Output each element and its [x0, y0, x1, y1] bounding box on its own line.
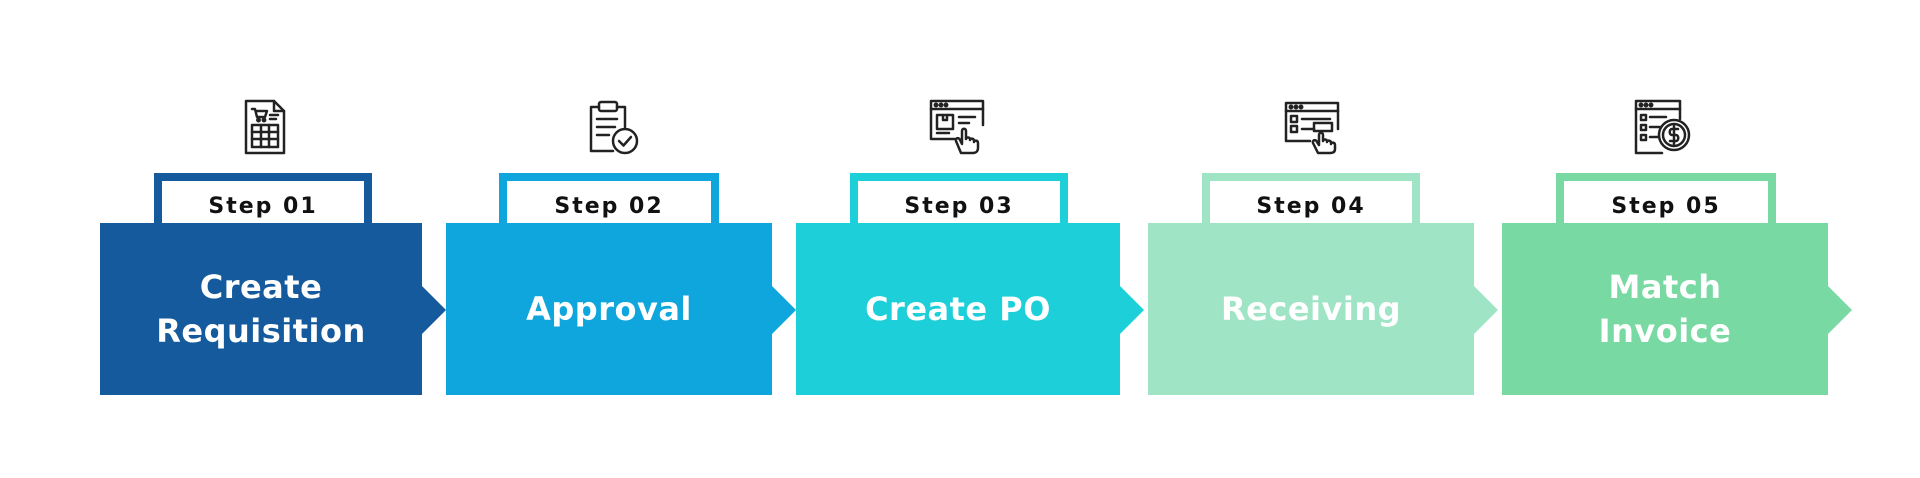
- invoice-dollar-icon: [1628, 95, 1692, 159]
- step-number-label: Step 02: [554, 193, 664, 219]
- step-arrow-connector: [422, 286, 446, 334]
- step-5: Step 05 Match Invoice: [1502, 0, 1852, 478]
- step-box: Approval: [446, 223, 772, 395]
- step-arrow-connector: [1828, 286, 1852, 334]
- step-number-label: Step 03: [904, 193, 1014, 219]
- step-arrow-connector: [772, 286, 796, 334]
- step-3: Step 03 Create PO: [796, 0, 1144, 478]
- step-box: Receiving: [1148, 223, 1474, 395]
- clipboard-check-icon: [579, 95, 643, 159]
- step-number-label: Step 01: [208, 193, 318, 219]
- step-arrow-connector: [1120, 286, 1144, 334]
- step-title: Create PO: [865, 290, 1051, 328]
- browser-click-icon: [925, 95, 989, 159]
- step-title: Create Requisition: [156, 268, 366, 350]
- spreadsheet-cart-icon: [232, 95, 296, 159]
- step-2: Step 02 Approval: [446, 0, 796, 478]
- step-title: Approval: [526, 290, 692, 328]
- step-number-label: Step 04: [1256, 193, 1366, 219]
- step-title: Match Invoice: [1598, 268, 1732, 350]
- step-1: Step 01 Create Requisition: [100, 0, 446, 478]
- step-tab: Step 04: [1202, 173, 1420, 225]
- step-box: Create Requisition: [100, 223, 422, 395]
- step-box: Match Invoice: [1502, 223, 1828, 395]
- step-tab: Step 02: [499, 173, 719, 225]
- step-tab: Step 03: [850, 173, 1068, 225]
- step-tab: Step 01: [154, 173, 372, 225]
- step-4: Step 04 Receiving: [1148, 0, 1498, 478]
- step-arrow-connector: [1474, 286, 1498, 334]
- step-box: Create PO: [796, 223, 1120, 395]
- step-tab: Step 05: [1556, 173, 1776, 225]
- step-number-label: Step 05: [1611, 193, 1721, 219]
- step-title: Receiving: [1221, 290, 1401, 328]
- checklist-touch-icon: [1280, 95, 1344, 159]
